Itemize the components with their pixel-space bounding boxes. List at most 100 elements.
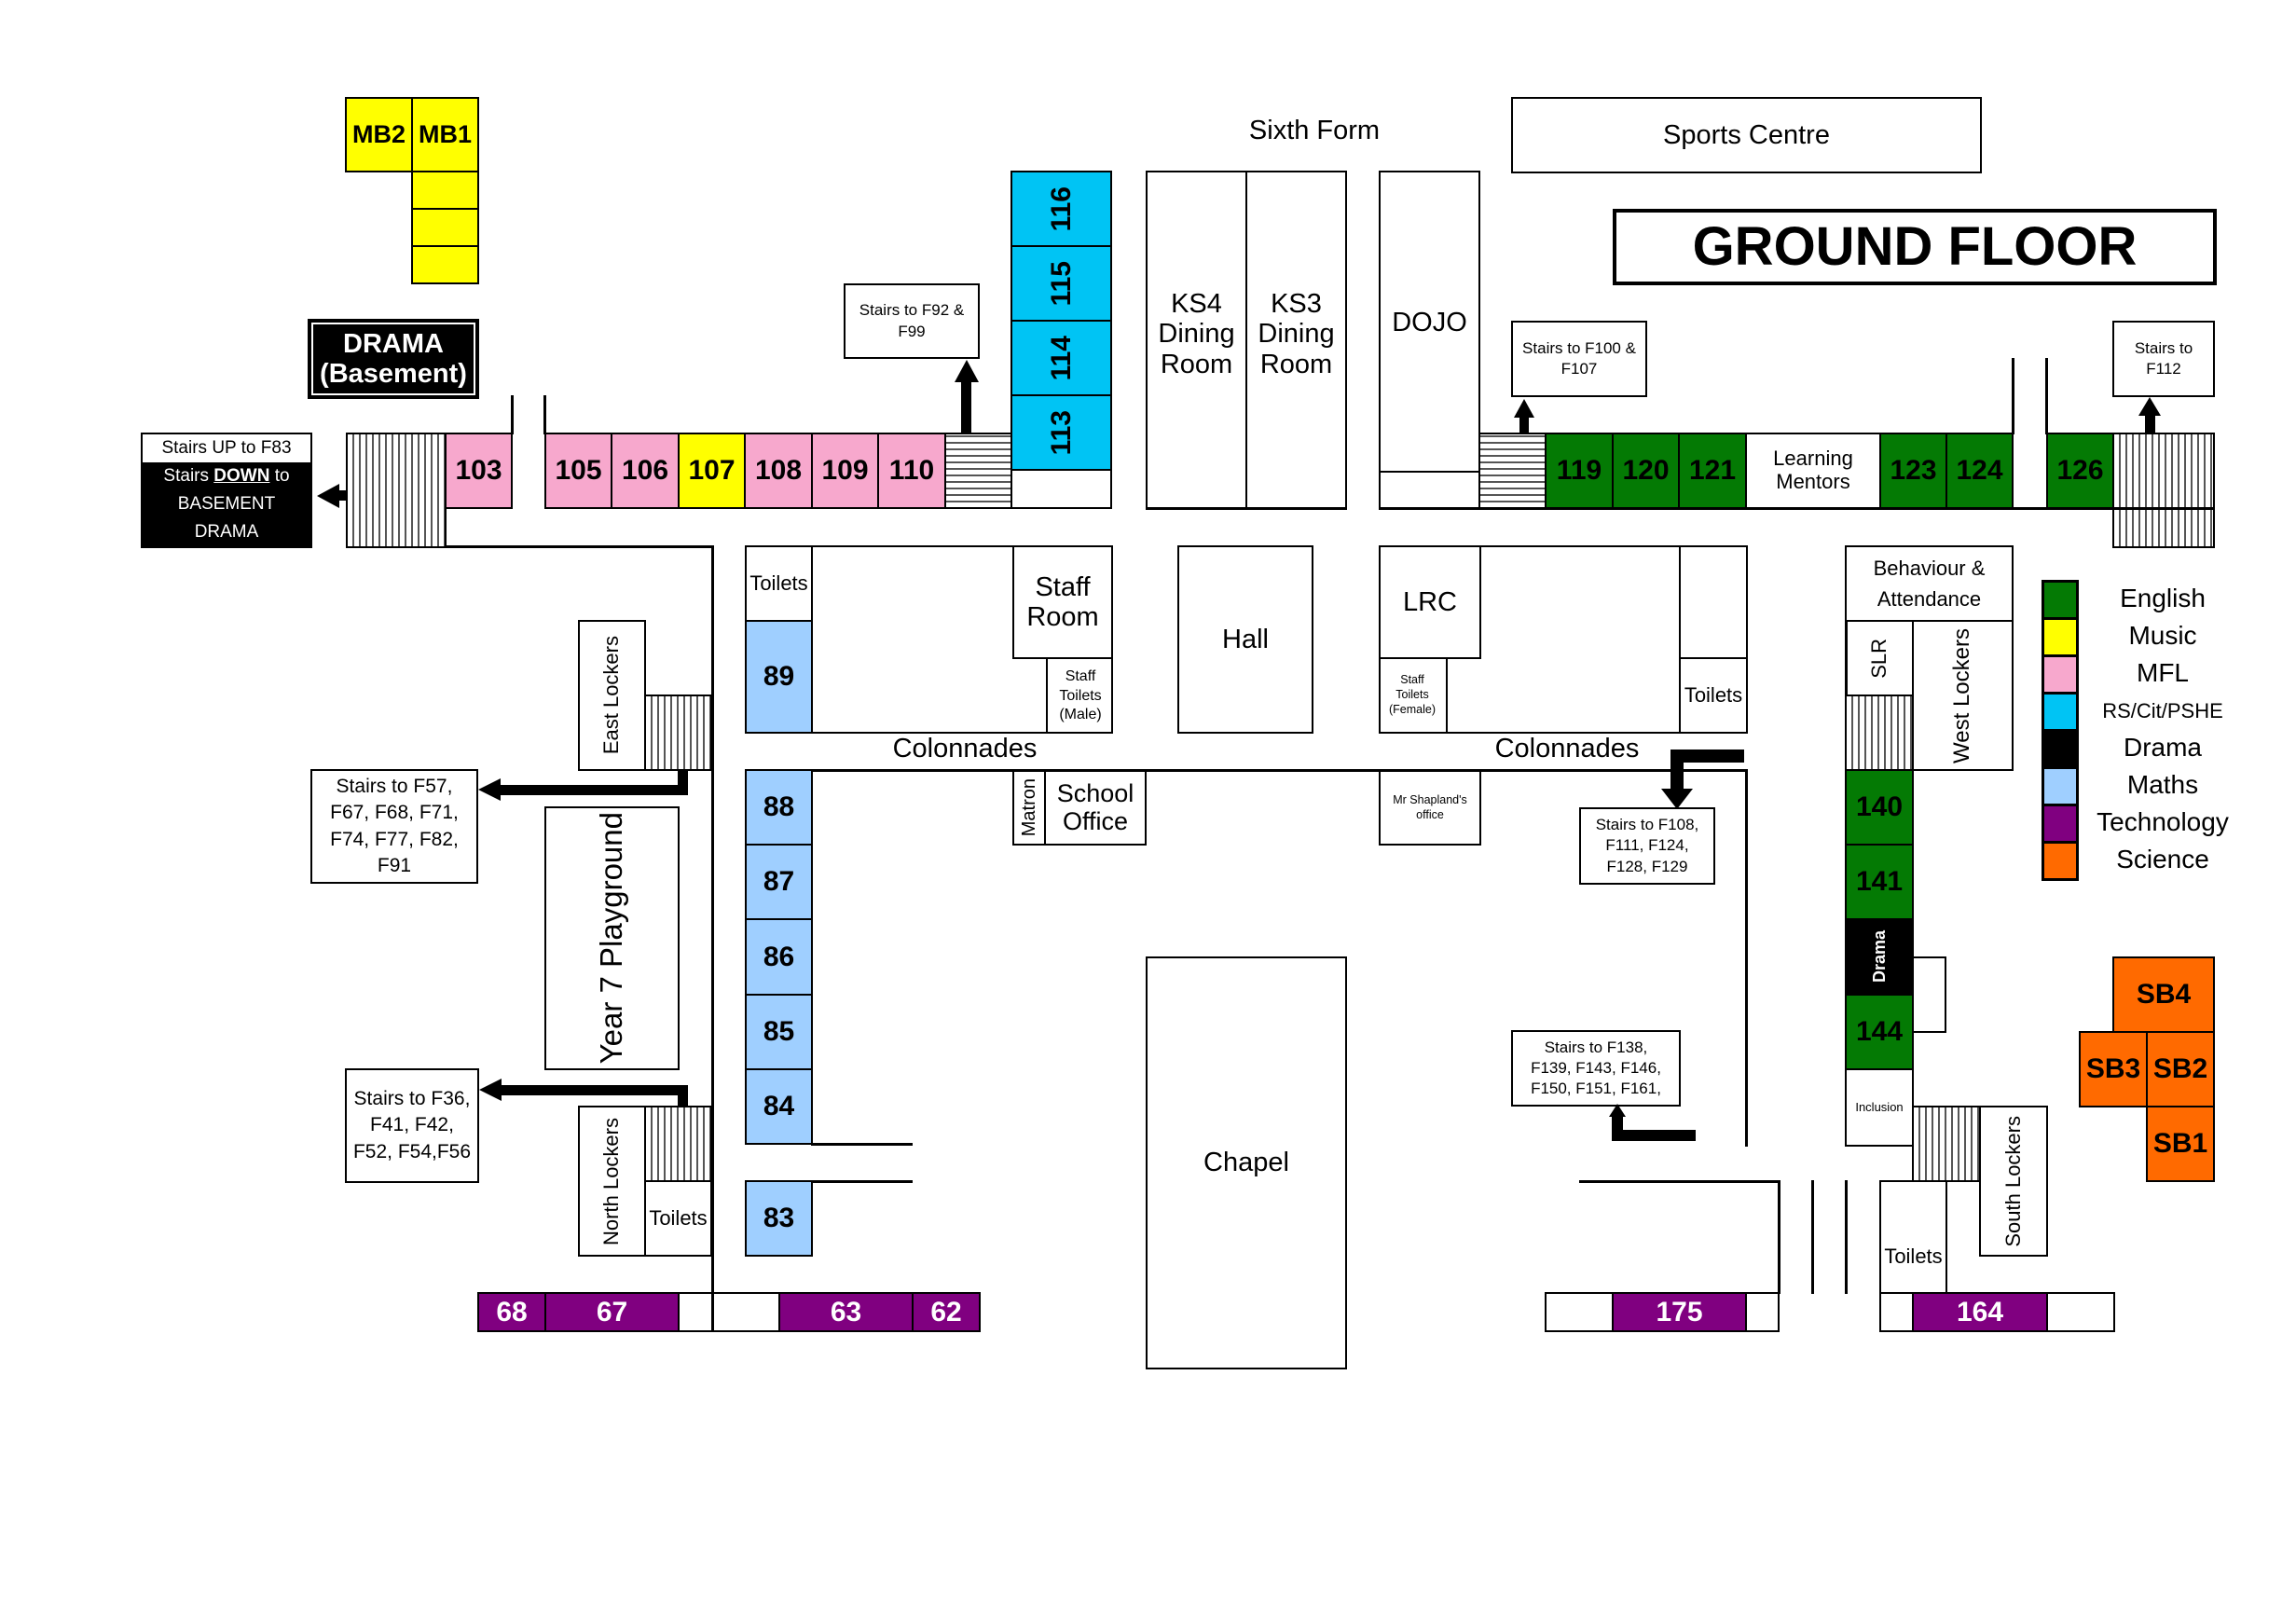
stairs-west-mid[interactable] xyxy=(644,695,712,771)
wall xyxy=(1579,1180,1780,1183)
year-7-playground: Year 7 Playground xyxy=(544,806,680,1070)
wall xyxy=(2045,358,2048,434)
stairs-north[interactable] xyxy=(644,1106,712,1182)
stairs-f92[interactable] xyxy=(944,433,1012,509)
wall xyxy=(2012,358,2014,434)
stairs-west[interactable] xyxy=(346,433,447,548)
arrow-south xyxy=(1670,750,1684,791)
room-108[interactable]: 108 xyxy=(744,433,813,509)
arrow-head xyxy=(317,484,339,508)
room-124[interactable]: 124 xyxy=(1945,433,2014,509)
room-120[interactable]: 120 xyxy=(1612,433,1680,509)
room-68[interactable]: 68 xyxy=(477,1292,546,1332)
legend-swatch xyxy=(2042,654,2079,695)
room-121[interactable]: 121 xyxy=(1678,433,1747,509)
toilets-south: Toilets xyxy=(1879,1180,1947,1294)
wall xyxy=(1845,1180,1848,1294)
wall xyxy=(1811,1180,1814,1294)
legend-swatch xyxy=(2042,692,2079,732)
room-sb1[interactable]: SB1 xyxy=(2146,1106,2215,1182)
room-67[interactable]: 67 xyxy=(544,1292,680,1332)
room-119[interactable]: 119 xyxy=(1545,433,1614,509)
inclusion: Inclusion xyxy=(1845,1068,1914,1147)
room-107[interactable]: 107 xyxy=(678,433,746,509)
staff-toilets-male: Staff Toilets (Male) xyxy=(1046,657,1113,734)
east-lockers: East Lockers xyxy=(578,620,646,771)
room-106[interactable]: 106 xyxy=(611,433,680,509)
room-114[interactable]: 114 xyxy=(1011,320,1112,396)
music-practice-room[interactable] xyxy=(411,245,479,284)
room-89[interactable]: 89 xyxy=(745,620,813,734)
slr: SLR xyxy=(1845,620,1914,696)
room-84[interactable]: 84 xyxy=(745,1068,813,1145)
corridor-gap xyxy=(678,1292,780,1332)
arrow-north xyxy=(2145,416,2155,434)
school-office: School Office xyxy=(1044,769,1147,846)
hall: Hall xyxy=(1177,545,1313,734)
legend-swatch xyxy=(2042,766,2079,806)
room-86[interactable]: 86 xyxy=(745,918,813,996)
room-126[interactable]: 126 xyxy=(2046,433,2114,509)
arrow-west xyxy=(678,769,688,794)
south-lockers: South Lockers xyxy=(1979,1106,2048,1257)
room-105[interactable]: 105 xyxy=(544,433,612,509)
wall xyxy=(745,1180,913,1183)
room-62[interactable]: 62 xyxy=(912,1292,981,1332)
room-141[interactable]: 141 xyxy=(1845,844,1914,920)
room-mb1[interactable]: MB1 xyxy=(411,97,479,172)
room-88[interactable]: 88 xyxy=(745,769,813,846)
dojo-annex xyxy=(1379,471,1480,509)
legend-swatch xyxy=(2042,729,2079,769)
matron: Matron xyxy=(1012,769,1046,846)
room-116[interactable]: 116 xyxy=(1011,171,1112,247)
arrow-west xyxy=(500,1085,688,1095)
room-109[interactable]: 109 xyxy=(811,433,879,509)
room-123[interactable]: 123 xyxy=(1879,433,1947,509)
wall xyxy=(1379,507,2213,510)
drama-room-annex xyxy=(1912,956,1946,1033)
room-144[interactable]: 144 xyxy=(1845,994,1914,1070)
room-103[interactable]: 103 xyxy=(445,433,513,509)
stairs-f83-up-text: Stairs UP to F83 xyxy=(143,434,310,462)
legend-label: Drama xyxy=(2123,733,2202,762)
stairs-east-mid[interactable] xyxy=(1845,695,1914,771)
room-113[interactable]: 113 xyxy=(1011,394,1112,471)
room-sb3[interactable]: SB3 xyxy=(2079,1031,2148,1107)
lrc: LRC xyxy=(1379,545,1481,659)
drama-room[interactable]: Drama xyxy=(1845,918,1914,996)
room-164[interactable]: 164 xyxy=(1912,1292,2048,1332)
drama-basement-subtitle: (Basement) xyxy=(320,359,467,389)
music-practice-room[interactable] xyxy=(411,208,479,247)
room-sb4[interactable]: SB4 xyxy=(2112,956,2215,1033)
room-sb2[interactable]: SB2 xyxy=(2146,1031,2215,1107)
room-115[interactable]: 115 xyxy=(1011,245,1112,322)
wall xyxy=(1146,507,1347,510)
music-practice-room[interactable] xyxy=(411,171,479,210)
stairs-f112-sign: Stairs to F112 xyxy=(2112,321,2215,397)
arrow-north xyxy=(961,380,971,434)
wall xyxy=(445,545,714,548)
room-mb2[interactable]: MB2 xyxy=(345,97,413,172)
room-87[interactable]: 87 xyxy=(745,844,813,920)
behaviour-attendance: Behaviour & Attendance xyxy=(1845,545,2014,622)
stairs-f112[interactable] xyxy=(2112,433,2215,548)
arrow-head xyxy=(955,360,979,382)
stairs-f100-sign: Stairs to F100 & F107 xyxy=(1511,321,1647,397)
stairs-f100[interactable] xyxy=(1478,433,1547,509)
legend-swatch xyxy=(2042,617,2079,657)
toilets-lrc: Toilets xyxy=(1679,657,1748,734)
room-63[interactable]: 63 xyxy=(778,1292,914,1332)
stairs-south[interactable] xyxy=(1912,1106,1981,1182)
map-title: GROUND FLOOR xyxy=(1613,209,2217,285)
wall xyxy=(745,769,1748,772)
room-140[interactable]: 140 xyxy=(1845,769,1914,846)
room-85[interactable]: 85 xyxy=(745,994,813,1070)
arrow-north xyxy=(1612,1117,1623,1141)
room-110[interactable]: 110 xyxy=(877,433,946,509)
room-83[interactable]: 83 xyxy=(745,1180,813,1257)
legend-label: English xyxy=(2120,584,2206,612)
room-175[interactable]: 175 xyxy=(1612,1292,1747,1332)
stairs-f57-sign: Stairs to F57, F67, F68, F71, F74, F77, … xyxy=(310,769,478,884)
